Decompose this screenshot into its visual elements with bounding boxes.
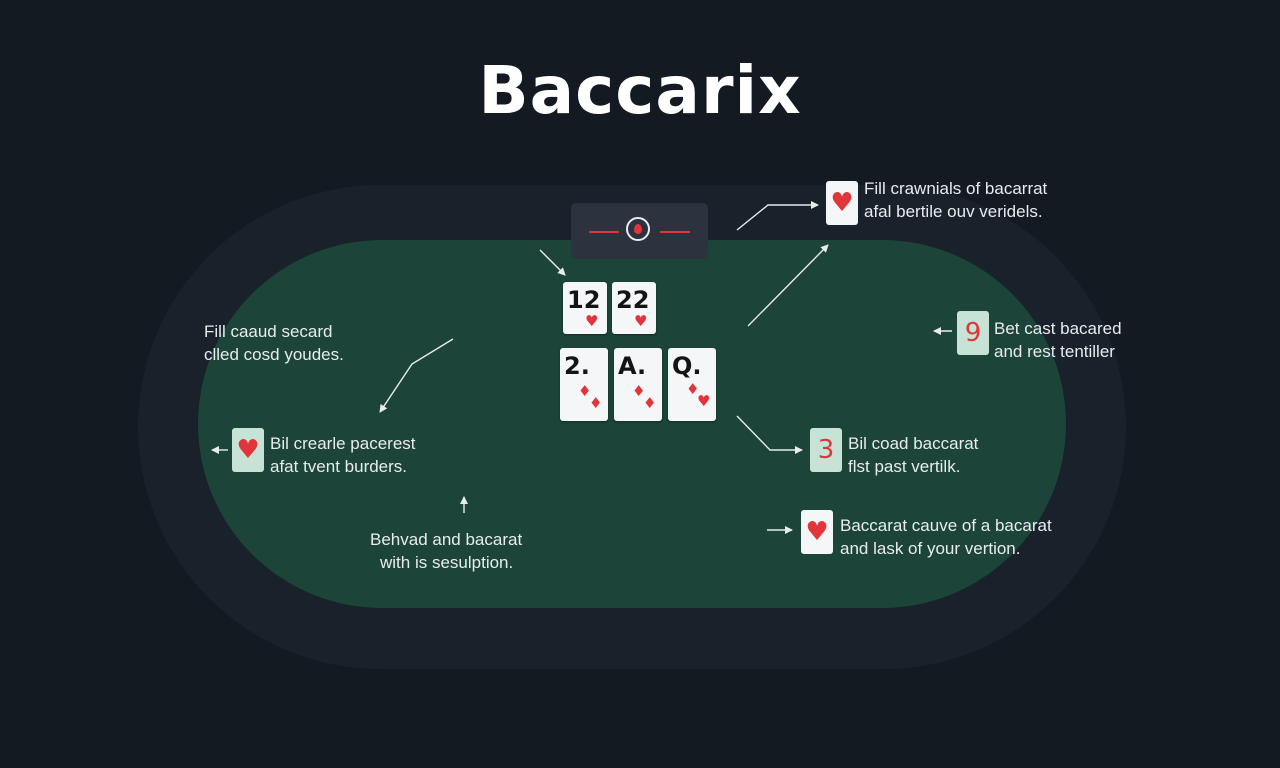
arrow-top-right bbox=[736, 201, 819, 231]
heart-icon: ♥ bbox=[634, 312, 648, 330]
shoe-line-left bbox=[589, 231, 619, 233]
arrow-left-upper bbox=[379, 338, 454, 413]
note-bottom-center: Behvad and bacarat with is sesulption. bbox=[370, 528, 522, 574]
note-line: with is sesulption. bbox=[380, 553, 514, 572]
note-line: and rest tentiller bbox=[994, 342, 1115, 361]
card-top-2[interactable]: 22 ♥ bbox=[612, 282, 656, 334]
card-rank: 9 bbox=[964, 318, 982, 348]
note-line: and lask of your vertion. bbox=[840, 539, 1021, 558]
note-right-lower: Baccarat cauve of a bacarat and lask of … bbox=[840, 514, 1052, 560]
card-rank: Q. bbox=[672, 352, 702, 380]
diamond-icon: ♦ bbox=[643, 394, 657, 412]
shoe-dot bbox=[634, 224, 642, 234]
card-rank: 22 bbox=[616, 286, 650, 314]
note-line: afat tvent burders. bbox=[270, 457, 408, 476]
note-top-right: Fill crawnials of bacarrat afal bertile … bbox=[864, 177, 1047, 223]
heart-icon: ♥ bbox=[805, 517, 829, 547]
note-line: Behvad and bacarat bbox=[370, 530, 523, 549]
note-left-lower: Bil crearle pacerest afat tvent burders. bbox=[270, 432, 416, 478]
shoe-line-right bbox=[660, 231, 690, 233]
note-line: flst past vertilk. bbox=[848, 457, 961, 476]
dealer-shoe[interactable] bbox=[571, 203, 708, 259]
note-card-right-upper: 9 bbox=[957, 311, 989, 355]
arrow-diagonal-up bbox=[747, 244, 829, 327]
diamond-icon: ♦ bbox=[578, 382, 592, 400]
card-rank: 2. bbox=[564, 352, 590, 380]
note-right-upper: Bet cast bacared and rest tentiller bbox=[994, 317, 1122, 363]
dealer-shoe-icon bbox=[626, 217, 650, 241]
card-top-1[interactable]: 12 ♥ bbox=[563, 282, 607, 334]
note-line: Bil coad baccarat bbox=[848, 434, 979, 453]
card-rank: 3 bbox=[817, 435, 835, 465]
note-line: Bil crearle pacerest bbox=[270, 434, 416, 453]
note-line: Baccarat cauve of a bacarat bbox=[840, 516, 1052, 535]
note-line: afal bertile ouv veridels. bbox=[864, 202, 1043, 221]
note-line: Fill crawnials of bacarrat bbox=[864, 179, 1048, 198]
heart-icon: ♥ bbox=[585, 312, 599, 330]
diamond-icon: ♦ bbox=[632, 382, 646, 400]
card-rank: A. bbox=[618, 352, 647, 380]
diamond-icon: ♦ bbox=[686, 380, 700, 398]
card-bottom-3[interactable]: Q. ♦ ♥ bbox=[668, 348, 716, 421]
heart-icon: ♥ bbox=[830, 188, 854, 218]
arrow-to-shoe bbox=[539, 249, 566, 276]
note-card-right-middle: 3 bbox=[810, 428, 842, 472]
diamond-icon: ♦ bbox=[589, 394, 603, 412]
note-left-upper: Fill caaud secard clled cosd youdes. bbox=[204, 320, 344, 366]
note-right-middle: Bil coad baccarat flst past vertilk. bbox=[848, 432, 978, 478]
card-rank: 12 bbox=[567, 286, 601, 314]
note-card-left-lower: ♥ bbox=[232, 428, 264, 472]
note-line: Bet cast bacared bbox=[994, 319, 1122, 338]
heart-icon: ♥ bbox=[697, 392, 711, 410]
card-bottom-1[interactable]: 2. ♦ ♦ bbox=[560, 348, 608, 421]
arrow-right-middle bbox=[736, 415, 803, 454]
heart-icon: ♥ bbox=[236, 435, 260, 465]
game-title: Baccarix bbox=[478, 52, 802, 129]
note-line: clled cosd youdes. bbox=[204, 345, 344, 364]
note-line: Fill caaud secard bbox=[204, 322, 333, 341]
note-card-right-lower: ♥ bbox=[801, 510, 833, 554]
note-card-top-right: ♥ bbox=[826, 181, 858, 225]
card-bottom-2[interactable]: A. ♦ ♦ bbox=[614, 348, 662, 421]
